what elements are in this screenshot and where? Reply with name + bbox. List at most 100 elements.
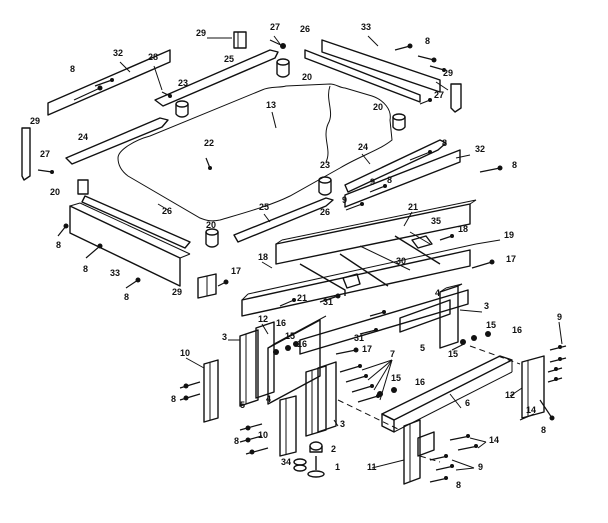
callout-number: 20: [373, 102, 383, 112]
callout-number: 26: [162, 206, 172, 216]
leg-plate-10-lower: [279, 395, 297, 457]
callout-number: 27: [270, 22, 280, 32]
callout-number: 20: [206, 220, 216, 230]
callout-number: 27: [40, 149, 50, 159]
callout-number: 22: [204, 138, 214, 148]
callout-number: 14: [526, 405, 536, 415]
slate-bed: [117, 83, 393, 222]
callout-number: 8: [56, 240, 61, 250]
callout-number: 34: [281, 457, 291, 467]
callout-number: 12: [505, 390, 515, 400]
callout-number: 5: [240, 400, 245, 410]
pocket-back-left: [233, 31, 247, 49]
rail-front-left: [69, 205, 181, 287]
callout-number: 25: [259, 202, 269, 212]
callout-number: 29: [196, 28, 206, 38]
cushion-right-back: [304, 49, 421, 103]
rail-right-back: [321, 39, 441, 93]
callout-number: 10: [258, 430, 268, 440]
callout-number: 35: [431, 216, 441, 226]
pocket-back-center: [276, 58, 290, 78]
fasteners: [37, 39, 567, 483]
callout-number: 8: [512, 160, 517, 170]
callout-number: 16: [297, 339, 307, 349]
cushion-front-left: [81, 195, 191, 249]
rail-right-front: [344, 149, 461, 208]
callout-number: 5: [420, 343, 425, 353]
cushion-front-right: [233, 197, 334, 243]
callout-number: 24: [358, 142, 368, 152]
callout-number: 20: [302, 72, 312, 82]
callout-number: 15: [285, 331, 295, 341]
pocket-corner-right: [450, 83, 462, 113]
rail-left-back: [47, 49, 171, 116]
cushion-back: [154, 49, 279, 107]
callout-number: 6: [465, 398, 470, 408]
callout-number: 7: [390, 349, 395, 359]
callout-number: 16: [415, 377, 425, 387]
cushion-right-front: [344, 139, 447, 193]
callout-number: 29: [30, 116, 40, 126]
leg-panel-center: [267, 319, 321, 405]
frame-rail-lower: [299, 289, 469, 355]
callout-number: 15: [486, 320, 496, 330]
callout-number: 19: [504, 230, 514, 240]
callout-number: 8: [124, 292, 129, 302]
callout-number: 8: [171, 394, 176, 404]
leg-11: [403, 419, 421, 485]
callout-number: 18: [258, 252, 268, 262]
callout-number: 32: [113, 48, 123, 58]
callout-number: 8: [425, 36, 430, 46]
callout-number: 31: [323, 297, 333, 307]
callout-number: 3: [222, 332, 227, 342]
callout-number: 1: [335, 462, 340, 472]
leg-left-inner: [255, 321, 275, 399]
callout-number: 8: [442, 138, 447, 148]
callout-number: 24: [78, 132, 88, 142]
callout-number: 9: [557, 312, 562, 322]
callout-number: 8: [387, 175, 392, 185]
callout-number: 12: [258, 314, 268, 324]
callout-number: 29: [443, 68, 453, 78]
callout-number: 18: [458, 224, 468, 234]
callout-number: 4: [435, 288, 440, 298]
callout-number: 9: [478, 462, 483, 472]
callout-number: 8: [456, 480, 461, 490]
leader-lines: [119, 35, 563, 471]
callout-number: 15: [391, 373, 401, 383]
leg-plate-12: [521, 355, 545, 419]
leg-right-rear-panel: [399, 299, 451, 333]
leg-center-back: [317, 361, 337, 433]
callout-number: 15: [448, 349, 458, 359]
pocket-front-center: [205, 228, 219, 248]
callout-number: 8: [234, 436, 239, 446]
callout-number: 21: [297, 293, 307, 303]
cross-member-1: [299, 263, 346, 296]
callout-number: 16: [512, 325, 522, 335]
frame-rail-front: [241, 249, 471, 317]
pocket-front-left: [77, 179, 89, 195]
leg-right-rear: [439, 285, 459, 349]
cross-member-3: [394, 235, 441, 265]
callout-number: 10: [180, 348, 190, 358]
pocket-left: [21, 127, 31, 181]
callout-number: 8: [70, 64, 75, 74]
callout-number: 29: [172, 287, 182, 297]
leveler-foot: [307, 441, 325, 478]
callout-number: 8: [541, 425, 546, 435]
apron-6: [381, 355, 513, 421]
pocket-center-left: [175, 100, 189, 118]
pocket-mid-right: [318, 176, 332, 196]
leg-plate-10-upper: [203, 359, 219, 423]
pocket-center-right: [392, 113, 406, 131]
callout-number: 28: [148, 52, 158, 62]
callout-number: 4: [266, 394, 271, 404]
callout-number: 31: [354, 333, 364, 343]
callout-number: 17: [506, 254, 516, 264]
callout-number: 26: [320, 207, 330, 217]
callout-number: 25: [224, 54, 234, 64]
callout-number: 13: [266, 100, 276, 110]
bracket-30: [411, 235, 433, 249]
